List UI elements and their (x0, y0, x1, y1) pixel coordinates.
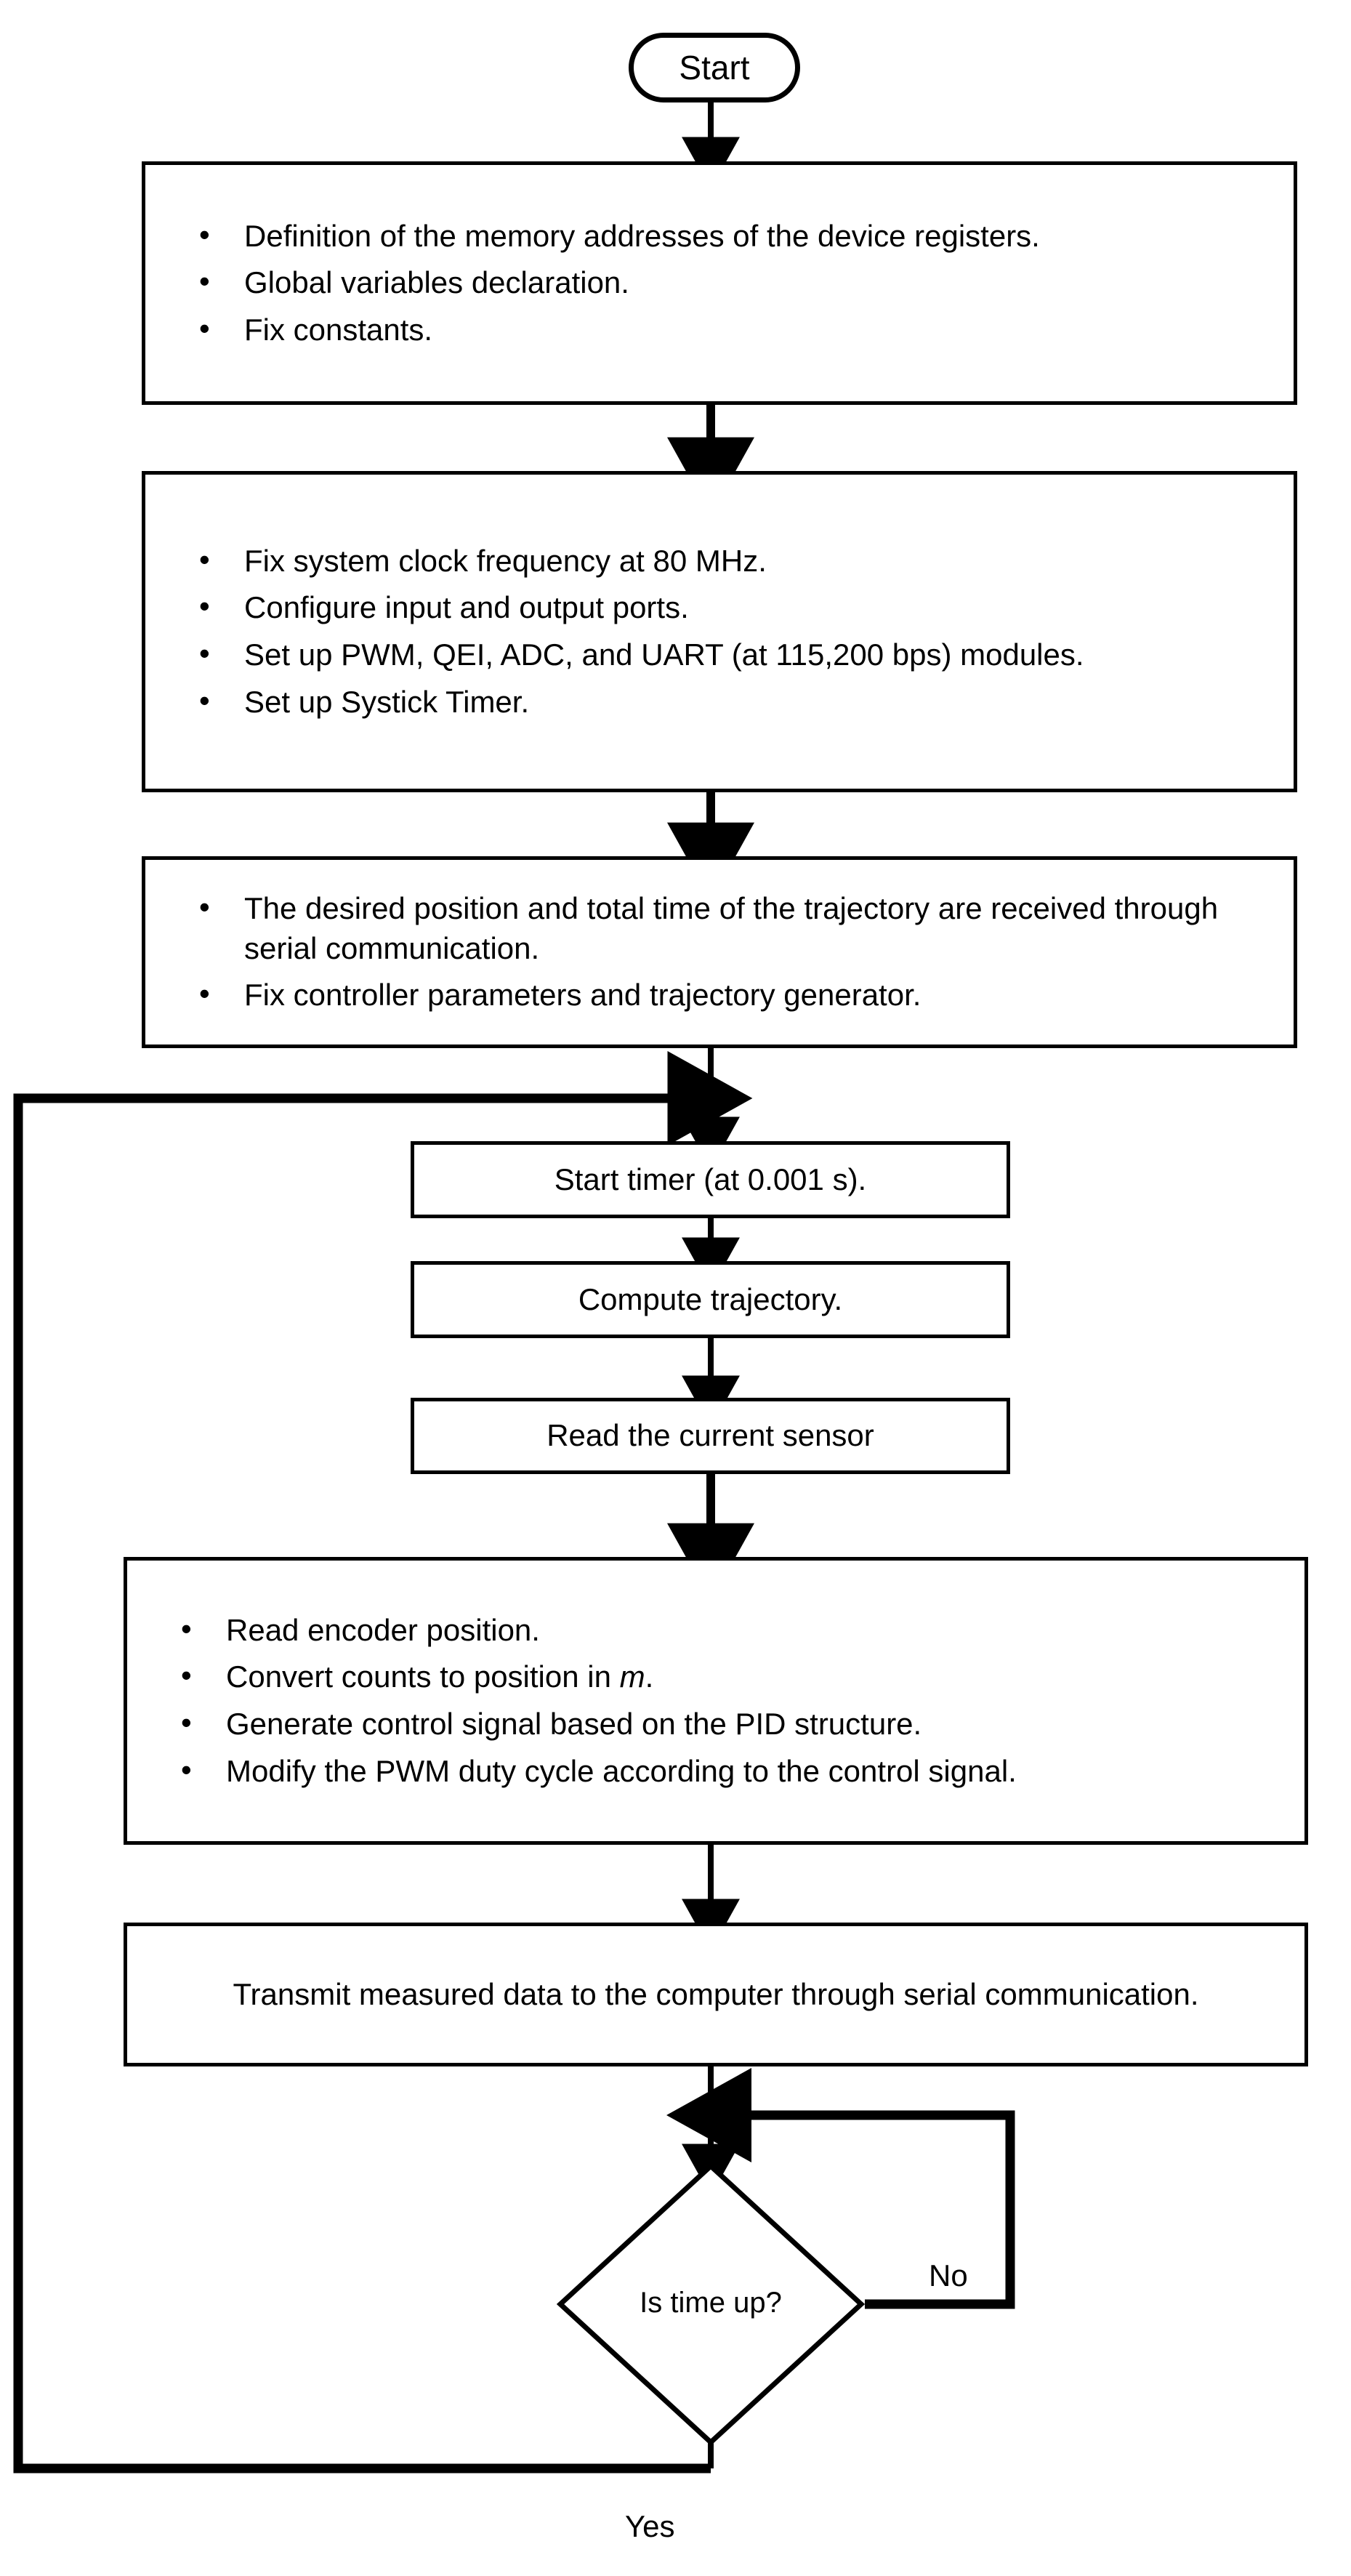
bullet-list-peripheral-setup: Fix system clock frequency at 80 MHz. Co… (145, 540, 1294, 723)
process-init-definitions: Definition of the memory addresses of th… (142, 161, 1297, 405)
list-item: Generate control signal based on the PID… (181, 1703, 1280, 1744)
process-receive-parameters: The desired position and total time of t… (142, 856, 1297, 1048)
process-control-loop-body: Read encoder position. Convert counts to… (124, 1557, 1308, 1845)
start-terminator: Start (629, 33, 800, 102)
list-item: Fix system clock frequency at 80 MHz. (199, 540, 1269, 581)
decision-is-time-up (557, 2162, 865, 2446)
process-read-current-sensor: Read the current sensor (411, 1398, 1010, 1474)
process-compute-trajectory-label: Compute trajectory. (578, 1281, 843, 1316)
list-item: Definition of the memory addresses of th… (199, 215, 1269, 257)
bullet-list-receive-parameters: The desired position and total time of t… (145, 887, 1294, 1015)
process-transmit-data-label: Transmit measured data to the computer t… (233, 1976, 1199, 2011)
list-item: Configure input and output ports. (199, 587, 1269, 628)
process-start-timer-label: Start timer (at 0.001 s). (554, 1162, 867, 1196)
list-item: The desired position and total time of t… (199, 887, 1269, 968)
list-item: Fix controller parameters and trajectory… (199, 974, 1269, 1015)
branch-label-no: No (929, 2258, 968, 2293)
list-item: Set up PWM, QEI, ADC, and UART (at 115,2… (199, 634, 1269, 675)
list-item: Modify the PWM duty cycle according to t… (181, 1750, 1280, 1792)
decision-is-time-up-label: Is time up? (640, 2287, 782, 2319)
process-read-current-sensor-label: Read the current sensor (547, 1418, 874, 1453)
list-item-text-convert: Convert counts to position in m. (226, 1659, 654, 1694)
process-compute-trajectory: Compute trajectory. (411, 1261, 1010, 1338)
process-peripheral-setup: Fix system clock frequency at 80 MHz. Co… (142, 471, 1297, 792)
start-label: Start (679, 49, 750, 86)
list-item: Global variables declaration. (199, 262, 1269, 303)
process-start-timer: Start timer (at 0.001 s). (411, 1141, 1010, 1218)
unit-meter-italic: m (619, 1659, 645, 1694)
branch-label-yes: Yes (625, 2509, 675, 2543)
bullet-list-control-loop-body: Read encoder position. Convert counts to… (127, 1609, 1304, 1792)
process-transmit-data: Transmit measured data to the computer t… (124, 1923, 1308, 2066)
list-item: Set up Systick Timer. (199, 681, 1269, 723)
bullet-list-init-definitions: Definition of the memory addresses of th… (145, 215, 1294, 350)
list-item: Fix constants. (199, 309, 1269, 350)
list-item: Convert counts to position in m. (181, 1656, 1280, 1697)
list-item: Read encoder position. (181, 1609, 1280, 1651)
